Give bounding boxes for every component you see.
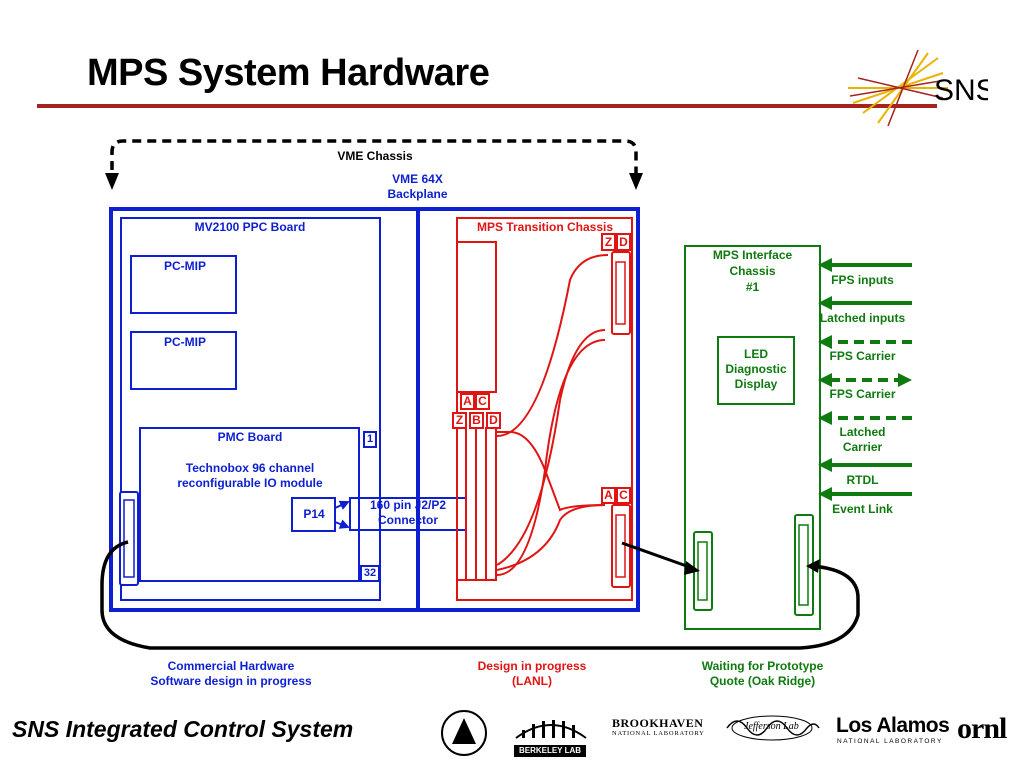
conn-top-d: D [616,233,631,251]
connector-label-1: 160 pin J2/P2 [369,498,447,512]
argonne-seal-icon [441,710,487,756]
backplane-label-1: VME 64X [392,172,443,186]
interface-chassis [684,245,821,630]
mv2100-board [120,217,381,601]
vme-chassis-label: VME Chassis [337,149,413,163]
losalamos-logo-text: Los Alamos [836,714,950,737]
berkeley-building-icon [515,720,587,739]
status-commercial-1: Commercial Hardware [167,659,295,673]
status-waiting-1: Waiting for Prototype [701,659,824,673]
transition-chassis-label: MPS Transition Chassis [476,220,614,234]
bracket-arrow-left [105,173,119,190]
pin-32-label: 32 [363,567,377,579]
losalamos-logo: Los Alamos NATIONAL LABORATORY [836,714,950,750]
brookhaven-logo-text: BROOKHAVEN [612,716,704,730]
pcmip-box-2 [130,331,237,390]
losalamos-logo-subtext: NATIONAL LABORATORY [837,738,943,745]
signal-fps-carrier-2: FPS Carrier [829,387,896,401]
signal-latched-inputs: Latched inputs [819,311,906,325]
backplane-label-2: Backplane [387,187,448,201]
transition-chassis [456,217,633,601]
conn-bot-c: C [616,487,631,504]
brookhaven-logo-subtext: NATIONAL LABORATORY [612,730,705,737]
interface-label-1: MPS Interface [712,248,793,262]
conn-mid-c: C [475,393,490,410]
signal-fps-inputs: FPS inputs [831,273,894,287]
signal-fps-carrier-1: FPS Carrier [829,349,896,363]
conn-mid-z: Z [452,412,467,429]
conn-top-z: Z [601,233,616,251]
sns-starburst-icon: SNS [848,49,996,127]
pin-32-box: 32 [360,565,380,582]
signal-event-link: Event Link [832,502,893,516]
pmc-board-label: PMC Board [217,430,283,444]
pin-1-box: 1 [363,431,377,448]
p14-label: P14 [303,507,325,521]
conn-mid-b: B [469,412,484,429]
status-waiting-2: Quote (Oak Ridge) [709,674,816,688]
berkeley-logo-text: BERKELEY LAB [514,745,586,757]
jefferson-swirl-icon [726,715,820,741]
sns-logo-text: SNS [934,74,988,107]
pcmip-label-2: PC-MIP [164,335,206,349]
bracket-arrow-right [629,173,643,190]
ornl-logo: ornl [957,712,1019,746]
signal-latched-carrier-1: Latched [839,425,886,439]
conn-mid-d: D [486,412,501,429]
status-design-1: Design in progress [477,659,587,673]
vme-chassis-box [109,207,640,612]
slide-title: MPS System Hardware [87,52,490,94]
conn-mid-a: A [460,393,475,410]
brookhaven-logo: BROOKHAVEN NATIONAL LABORATORY [612,716,707,746]
connector-label-2: Connector [378,513,438,527]
signal-latched-carrier-2: Carrier [842,440,883,454]
sns-logo: SNS [848,48,996,128]
led-display-box [717,336,795,405]
pcmip-box-1 [130,255,237,314]
led-label-1: LED [744,347,768,361]
footer-title: SNS Integrated Control System [12,716,354,742]
interface-label-2: Chassis [729,264,776,278]
vme-chassis-bracket [110,139,638,185]
pmc-desc-2: reconfigurable IO module [177,476,323,490]
signal-rtdl: RTDL [846,473,879,487]
led-label-2: Diagnostic [725,362,787,376]
conn-bot-a: A [601,487,616,504]
interface-label-3: #1 [745,280,760,294]
status-design-2: (LANL) [512,674,552,688]
status-commercial-2: Software design in progress [150,674,312,688]
pmc-board [139,427,360,582]
jefferson-logo-text: Jefferson Lab [744,721,799,732]
ornl-logo-text: ornl [957,712,1007,745]
pmc-desc-1: Technobox 96 channel [185,461,315,475]
led-label-3: Display [734,377,778,391]
argonne-logo [440,708,488,758]
title-rule [37,104,937,108]
p14-box [291,497,336,532]
transition-inner-box [456,241,497,393]
pcmip-label-1: PC-MIP [164,259,206,273]
pin-1-label: 1 [366,433,374,445]
jefferson-logo: Jefferson Lab [722,712,822,752]
berkeley-logo: BERKELEY LAB [512,708,590,758]
mv2100-label: MV2100 PPC Board [194,220,306,234]
pmc-side-connector [119,491,139,586]
